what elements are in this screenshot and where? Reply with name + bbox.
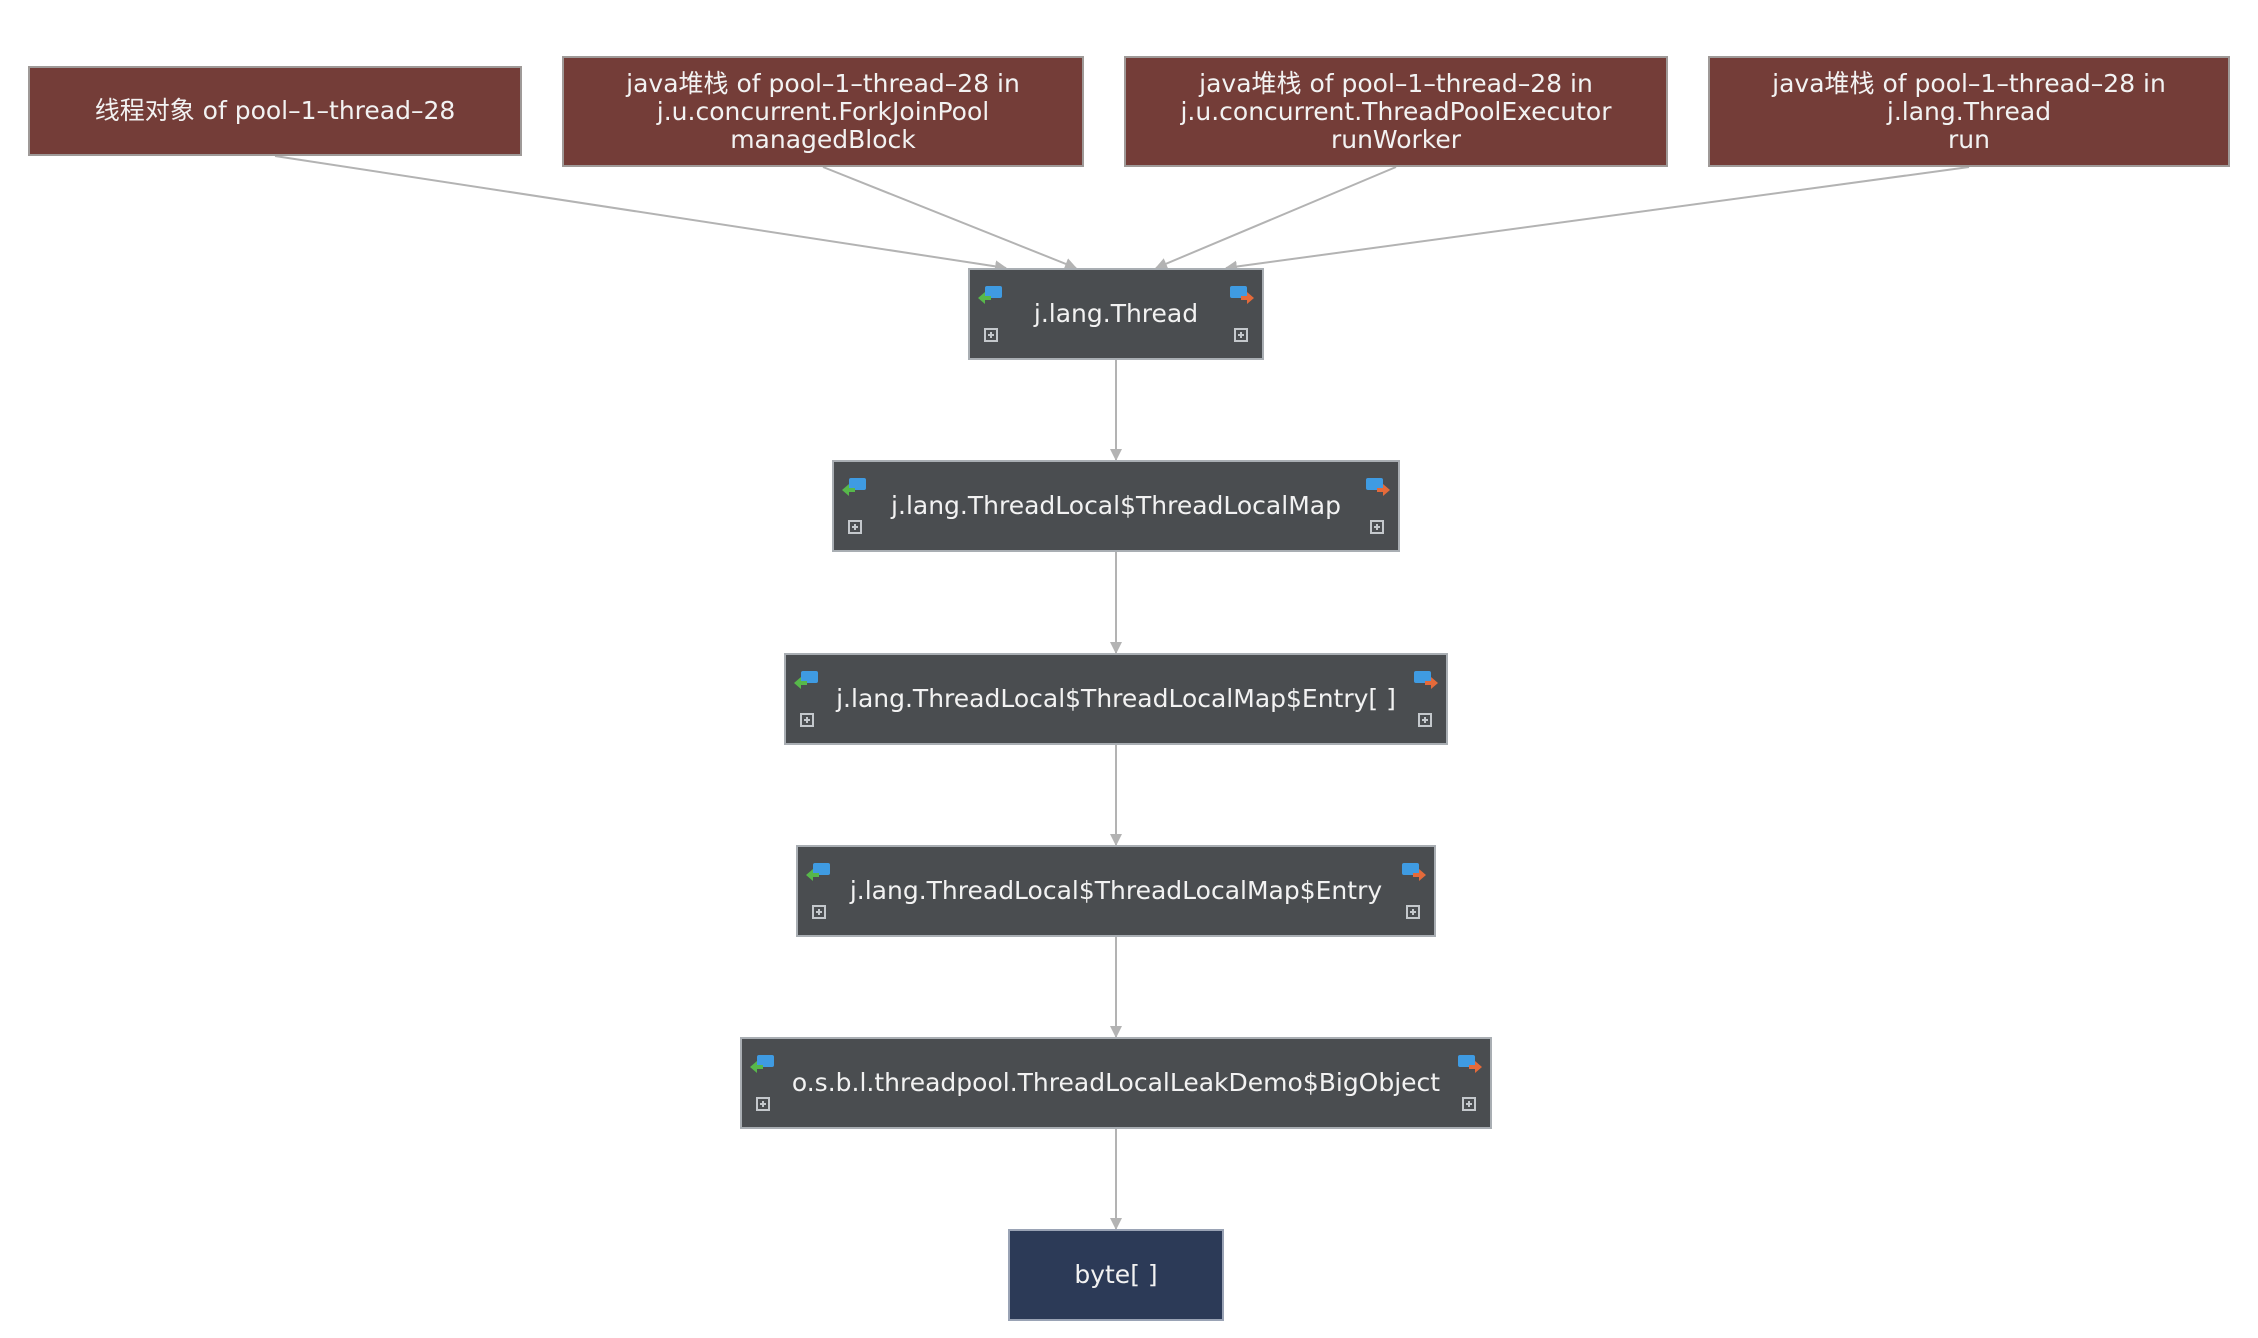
incoming-refs-icon[interactable]	[976, 284, 1004, 308]
expand-plus-icon[interactable]	[984, 328, 998, 342]
incoming-refs-icon[interactable]	[792, 669, 820, 693]
gc-root-stack-forkjoinpool[interactable]: java堆栈 of pool–1–thread–28 in j.u.concur…	[562, 56, 1084, 167]
edge-r2-n1	[822, 166, 1077, 270]
gc-root-stack-threadpoolexecutor[interactable]: java堆栈 of pool–1–thread–28 in j.u.concur…	[1124, 56, 1668, 167]
outgoing-refs-icon[interactable]	[1456, 1053, 1484, 1077]
node-label: j.lang.Thread	[1033, 299, 1199, 328]
node-label: j.lang.ThreadLocal$ThreadLocalMap$Entry[…	[836, 684, 1396, 713]
expand-plus-icon[interactable]	[1418, 713, 1432, 727]
node-label: java堆栈 of pool–1–thread–28 in j.u.concur…	[1180, 68, 1612, 154]
node-label: j.lang.ThreadLocal$ThreadLocalMap	[891, 491, 1341, 520]
incoming-refs-icon[interactable]	[840, 476, 868, 500]
outgoing-refs-icon[interactable]	[1400, 861, 1428, 885]
expand-plus-icon[interactable]	[1462, 1097, 1476, 1111]
node-label: 线程对象 of pool–1–thread–28	[94, 96, 456, 125]
gc-root-thread-object[interactable]: 线程对象 of pool–1–thread–28	[28, 66, 522, 156]
gc-root-stack-thread-run[interactable]: java堆栈 of pool–1–thread–28 in j.lang.Thr…	[1708, 56, 2230, 167]
expand-plus-icon[interactable]	[1234, 328, 1248, 342]
incoming-refs-icon[interactable]	[748, 1053, 776, 1077]
node-label: o.s.b.l.threadpool.ThreadLocalLeakDemo$B…	[791, 1068, 1441, 1097]
outgoing-refs-icon[interactable]	[1228, 284, 1256, 308]
edge-r1-n1	[274, 155, 1007, 273]
node-thread[interactable]: j.lang.Thread	[968, 268, 1264, 360]
node-threadlocalmap[interactable]: j.lang.ThreadLocal$ThreadLocalMap	[832, 460, 1400, 552]
expand-plus-icon[interactable]	[756, 1097, 770, 1111]
expand-plus-icon[interactable]	[800, 713, 814, 727]
node-entry-array[interactable]: j.lang.ThreadLocal$ThreadLocalMap$Entry[…	[784, 653, 1448, 745]
expand-plus-icon[interactable]	[1370, 520, 1384, 534]
node-bigobject[interactable]: o.s.b.l.threadpool.ThreadLocalLeakDemo$B…	[740, 1037, 1492, 1129]
node-byte-array[interactable]: byte[ ]	[1008, 1229, 1224, 1321]
expand-plus-icon[interactable]	[812, 905, 826, 919]
outgoing-refs-icon[interactable]	[1412, 669, 1440, 693]
node-label: j.lang.ThreadLocal$ThreadLocalMap$Entry	[849, 876, 1383, 905]
expand-plus-icon[interactable]	[848, 520, 862, 534]
edge-r4-n1	[1225, 166, 1970, 273]
expand-plus-icon[interactable]	[1406, 905, 1420, 919]
node-label: java堆栈 of pool–1–thread–28 in j.u.concur…	[626, 68, 1020, 154]
edge-r3-n1	[1155, 166, 1397, 270]
node-label: java堆栈 of pool–1–thread–28 in j.lang.Thr…	[1772, 68, 2166, 154]
node-entry[interactable]: j.lang.ThreadLocal$ThreadLocalMap$Entry	[796, 845, 1436, 937]
node-label: byte[ ]	[1074, 1260, 1158, 1289]
outgoing-refs-icon[interactable]	[1364, 476, 1392, 500]
incoming-refs-icon[interactable]	[804, 861, 832, 885]
